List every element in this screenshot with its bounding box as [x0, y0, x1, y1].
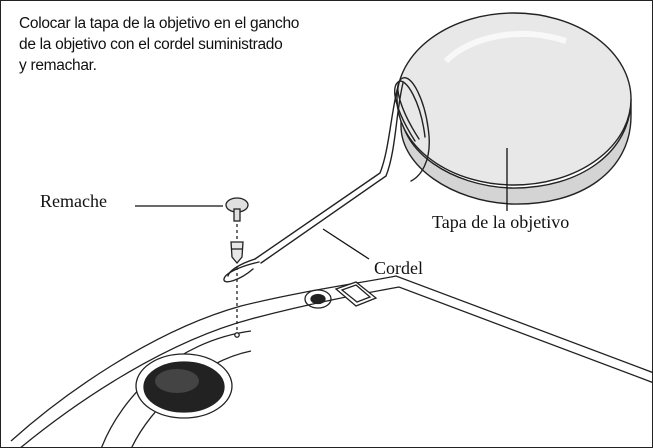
- lens-cap-side: [400, 98, 632, 205]
- instruction-line-1: Colocar la tapa de la objetivo en el gan…: [19, 15, 300, 32]
- rivet-hole: [234, 332, 240, 338]
- projector-foot-highlight: [155, 369, 199, 393]
- lens-cap-icon: [396, 12, 632, 205]
- lens-cap-shine: [443, 30, 567, 64]
- cord-icon: [223, 77, 430, 283]
- cord-end-loop: [223, 261, 260, 283]
- label-remache: Remache: [40, 191, 107, 211]
- leader-lines: [135, 148, 508, 260]
- cord-loop-inner: [394, 80, 426, 142]
- projector-body-edge: [20, 286, 652, 447]
- instruction-line-2: de la objetivo con el cordel suministrad…: [19, 36, 283, 53]
- rivet-sleeve-icon: [230, 241, 244, 265]
- rivet-icon: [225, 197, 249, 331]
- projector-screw-outer: [304, 289, 332, 309]
- cord-strand-b: [254, 85, 399, 260]
- label-cordel: Cordel: [374, 258, 423, 278]
- label-tapa-objetivo: Tapa de la objetivo: [432, 212, 570, 232]
- projector-body: [10, 275, 652, 447]
- projector-latch-inner: [340, 284, 372, 303]
- projector-body-outline: [10, 275, 652, 442]
- instruction-line-3: y remachar.: [19, 57, 97, 74]
- instruction-text: Colocar la tapa de la objetivo en el gan…: [19, 13, 379, 76]
- lens-cap-top: [396, 12, 632, 186]
- leader-cordel: [322, 228, 370, 260]
- rivet-pin: [233, 208, 241, 222]
- cord-end-loop-inner: [227, 258, 256, 277]
- projector-screw-inner: [310, 293, 326, 305]
- cord-strand-a: [260, 82, 404, 264]
- cord-loop-outer: [397, 77, 430, 182]
